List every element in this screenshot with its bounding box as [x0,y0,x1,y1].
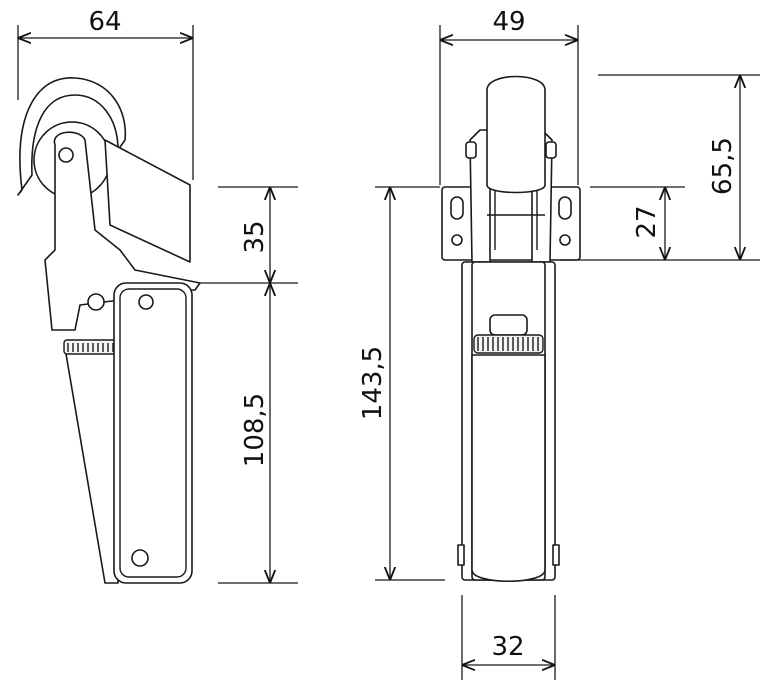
roller-housing [17,77,127,196]
front-view [441,75,581,582]
mounting-plate [441,186,581,261]
bracket [469,129,491,263]
mount-hole [559,234,571,246]
mount-hole [131,549,149,567]
dim-arm-height: 35 [240,220,270,253]
mount-hole [138,294,154,310]
mount-hole [451,234,463,246]
dim-front-width: 49 [492,7,525,37]
dim-body-height: 108,5 [240,393,270,467]
arm-plate [104,139,191,263]
dimension-labels: 64 49 35 108,5 143,5 27 65,5 32 [88,7,738,662]
slot-hole [558,196,572,220]
side-view [17,77,201,584]
slot-hole [450,196,464,220]
dim-upper-height: 65,5 [708,137,738,195]
lever-arm [44,131,201,331]
knurled-collar [63,339,119,355]
tapered-foot [64,339,119,584]
dim-plate-height: 27 [632,205,662,238]
dimension-lines [17,25,760,680]
pivot-hole [87,293,105,311]
dim-total-height: 143,5 [358,346,388,420]
body-housing [113,282,193,584]
pivot-hole [58,147,74,163]
cylinder [471,354,546,582]
roller-front [486,75,546,194]
dim-base-width: 32 [491,632,524,662]
dim-side-width: 64 [88,7,121,37]
